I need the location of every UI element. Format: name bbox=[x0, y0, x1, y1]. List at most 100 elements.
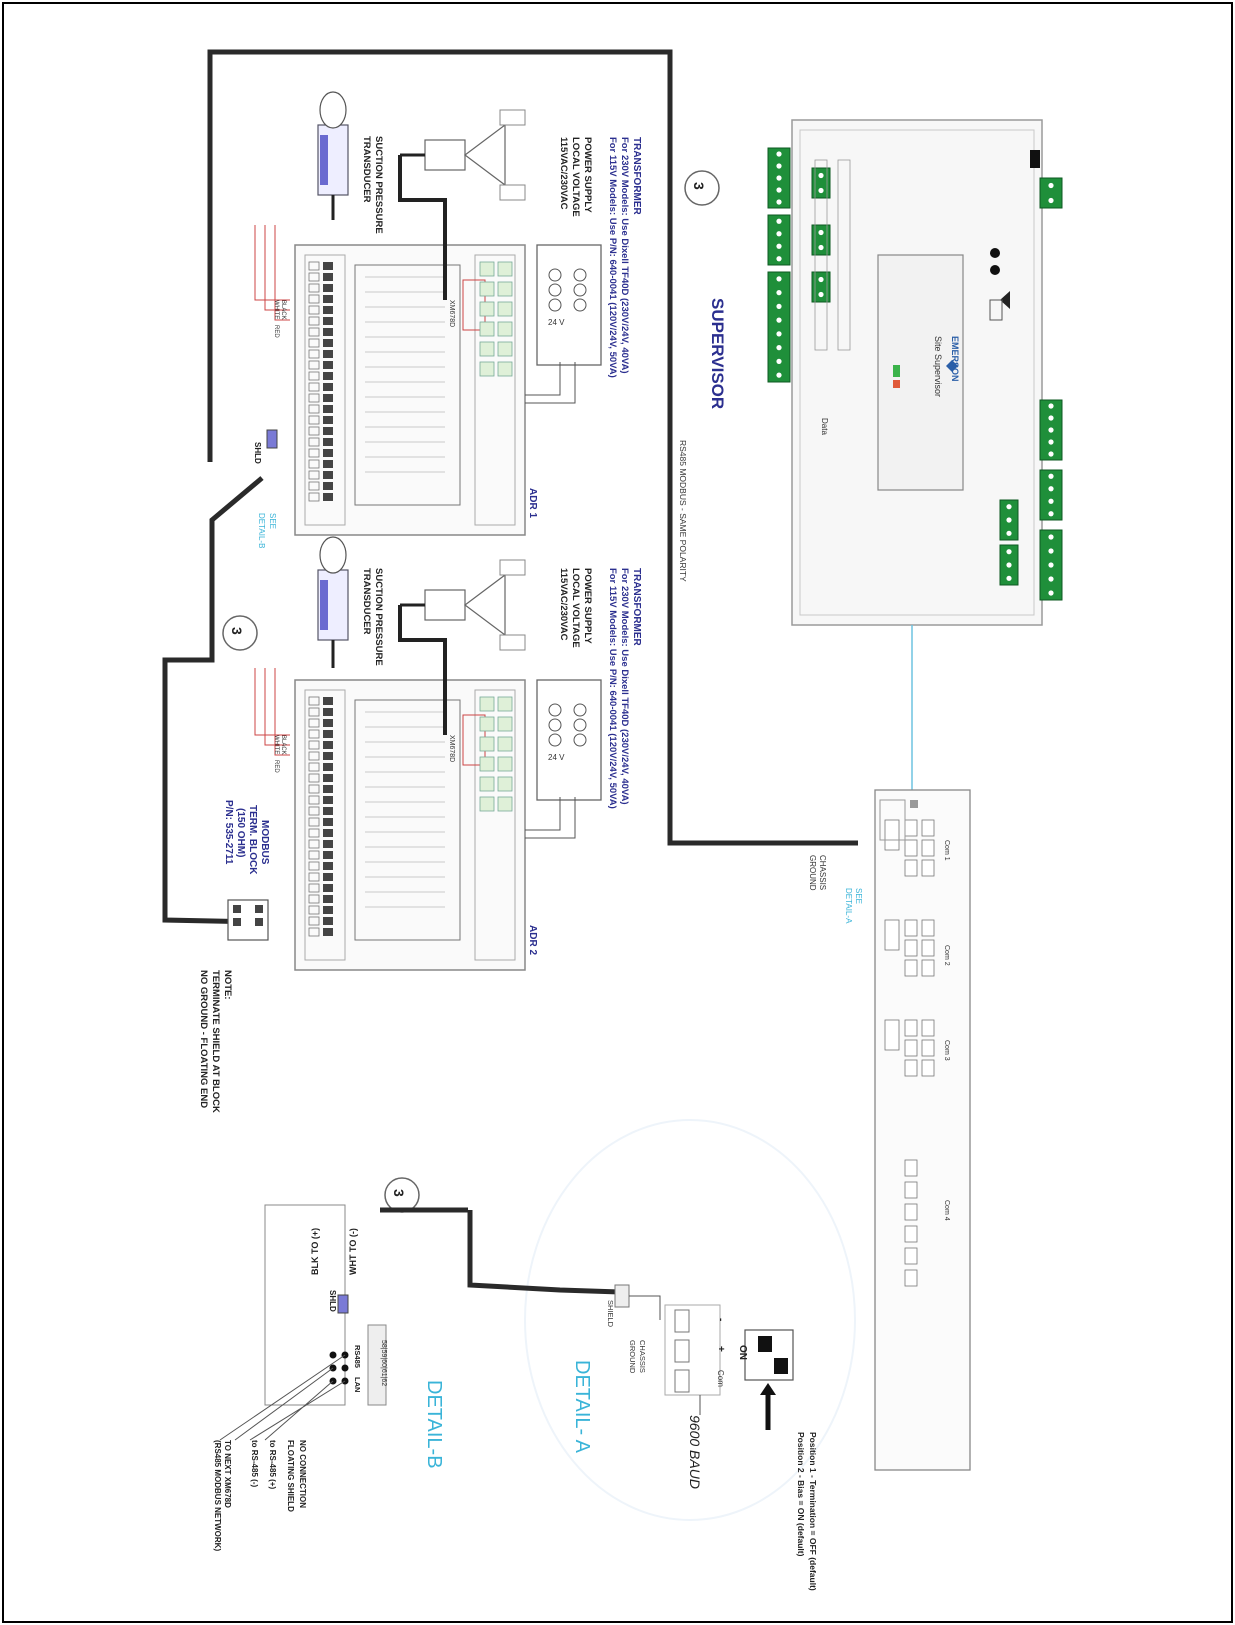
supervisor-brand: EMERSON bbox=[950, 336, 960, 382]
terminal-screw-icon bbox=[1048, 451, 1054, 457]
terminal-screw-icon bbox=[776, 175, 782, 181]
terminal-screw-icon bbox=[818, 172, 824, 179]
com-port-terminal-icon bbox=[884, 919, 900, 951]
adr2-supply-line3: 115VAC/230VAC bbox=[558, 568, 569, 641]
terminal-screw-icon bbox=[818, 276, 824, 283]
adr-terminal-icon bbox=[308, 740, 320, 750]
com-port-terminal-icon bbox=[904, 839, 918, 857]
adr1-see-detail-line1: SEE bbox=[268, 513, 277, 529]
adr2-transformer-line1: For 230V Models: Use Dixell TF40D (230V/… bbox=[619, 568, 630, 805]
modbus-block-line3: (150 OHM) bbox=[235, 808, 246, 857]
com3-label: Com 3 bbox=[943, 1040, 950, 1061]
see-detail-a-line2: DETAIL-A bbox=[844, 888, 853, 924]
terminal-screw-icon bbox=[1048, 590, 1054, 596]
modbus-block-line4: P/N: 535-2711 bbox=[223, 800, 234, 865]
adr-power-terminal-icon bbox=[497, 361, 513, 377]
terminal-screw-icon bbox=[1048, 415, 1054, 421]
adr-terminal-icon bbox=[308, 382, 320, 392]
adr2-controller bbox=[294, 679, 526, 971]
detail-a-title: DETAIL- A bbox=[571, 1360, 593, 1454]
com-port-terminal-icon bbox=[904, 1269, 918, 1287]
com-port-terminal-icon bbox=[921, 959, 935, 977]
svg-text:Data: Data bbox=[820, 418, 829, 435]
adr-power-terminal-icon bbox=[479, 696, 495, 712]
adr-terminal-icon bbox=[308, 393, 320, 403]
terminal-block-icon bbox=[767, 214, 791, 266]
adr2-wire-white: WHITE bbox=[273, 735, 279, 754]
detail-b-floating-shield: FLOATING SHIELD bbox=[286, 1440, 295, 1512]
adr2-wire-black: BLACK bbox=[280, 735, 286, 755]
adr-power-terminal-icon bbox=[497, 321, 513, 337]
adr-terminal-icon bbox=[308, 850, 320, 860]
adr1-sensor-line2: TRANSDUCER bbox=[361, 136, 372, 203]
bus-label: RS485 MODBUS - SAME POLARITY bbox=[678, 440, 688, 582]
com-port-terminal-icon bbox=[904, 1247, 918, 1265]
adr-terminal-icon bbox=[323, 873, 333, 881]
terminal-block-icon bbox=[811, 167, 831, 199]
adr-terminal-icon bbox=[323, 328, 333, 336]
adr-terminal-icon bbox=[308, 784, 320, 794]
terminal-screw-icon bbox=[1048, 403, 1054, 409]
adr-power-terminal-icon bbox=[479, 341, 495, 357]
port-icon bbox=[989, 299, 1003, 321]
terminal-screw-icon bbox=[776, 243, 782, 249]
adr2-voltage: 24 V bbox=[548, 753, 565, 762]
detail-b-rs485: RS485 bbox=[353, 1345, 362, 1368]
adr-power-terminal-icon bbox=[497, 261, 513, 277]
com-port-terminal-icon bbox=[904, 819, 918, 837]
detail-b-group bbox=[219, 1204, 468, 1441]
terminal-screw-icon bbox=[1006, 549, 1012, 555]
terminal-screw-icon bbox=[1006, 517, 1012, 523]
rs485-bus-cable bbox=[207, 49, 858, 846]
adr-terminal-icon bbox=[323, 295, 333, 303]
detail-a-chassis-line2: GROUND bbox=[628, 1340, 637, 1374]
adr-power-terminal-icon bbox=[479, 321, 495, 337]
terminal-screw-icon bbox=[776, 218, 782, 224]
terminal-screw-icon bbox=[1048, 197, 1054, 204]
chassis-line1: CHASSIS bbox=[818, 855, 827, 890]
warning-icon bbox=[1000, 291, 1010, 309]
adr-terminal-icon bbox=[323, 895, 333, 903]
adr-terminal-icon bbox=[323, 416, 333, 424]
adr-terminal-icon bbox=[323, 697, 333, 705]
status-led-icon bbox=[893, 365, 900, 377]
adr-power-terminal-icon bbox=[497, 776, 513, 792]
led-icon bbox=[990, 248, 1000, 258]
status-led-icon bbox=[893, 380, 900, 388]
supervisor-display bbox=[877, 254, 964, 491]
adr-terminal-icon bbox=[323, 383, 333, 391]
terminal-screw-icon bbox=[776, 290, 782, 296]
com-port-terminal-icon bbox=[904, 859, 918, 877]
adr-terminal-icon bbox=[308, 916, 320, 926]
terminal-screw-icon bbox=[776, 331, 782, 337]
detail-a-chassis-line1: CHASSIS bbox=[638, 1340, 647, 1373]
adr-terminal-icon bbox=[323, 350, 333, 358]
com-port-terminal-icon bbox=[921, 1059, 935, 1077]
detail-a-plus: + bbox=[715, 1346, 726, 1352]
terminal-screw-icon bbox=[1048, 534, 1054, 540]
note-line1: NOTE: bbox=[222, 970, 233, 1000]
adr-terminal-icon bbox=[323, 719, 333, 727]
adr-terminal-icon bbox=[308, 294, 320, 304]
adr-terminal-icon bbox=[308, 927, 320, 937]
terminal-strip-icon bbox=[367, 1324, 387, 1406]
adr-terminal-icon bbox=[323, 427, 333, 435]
adr-terminal-icon bbox=[323, 829, 333, 837]
emerson-logo-icon bbox=[946, 360, 958, 372]
adr-terminal-icon bbox=[308, 261, 320, 271]
com-port-terminal-icon bbox=[921, 859, 935, 877]
adr-terminal-icon bbox=[308, 751, 320, 761]
shield-clip-icon bbox=[337, 1294, 349, 1314]
dip-switch-icon bbox=[744, 1329, 794, 1381]
adr-terminal-icon bbox=[308, 448, 320, 458]
adr1-label: ADR 1 bbox=[527, 488, 538, 518]
terminal-screw-icon bbox=[1048, 486, 1054, 492]
com-port-terminal-icon bbox=[884, 819, 900, 851]
adr2-transformer bbox=[525, 679, 602, 839]
adr-terminal-icon bbox=[308, 470, 320, 480]
led-icon bbox=[990, 265, 1000, 275]
terminal-screw-icon bbox=[1048, 427, 1054, 433]
rs485-bus-cable-adr2 bbox=[162, 476, 264, 925]
terminal-screw-icon bbox=[776, 187, 782, 193]
adr-power-terminal-icon bbox=[497, 301, 513, 317]
